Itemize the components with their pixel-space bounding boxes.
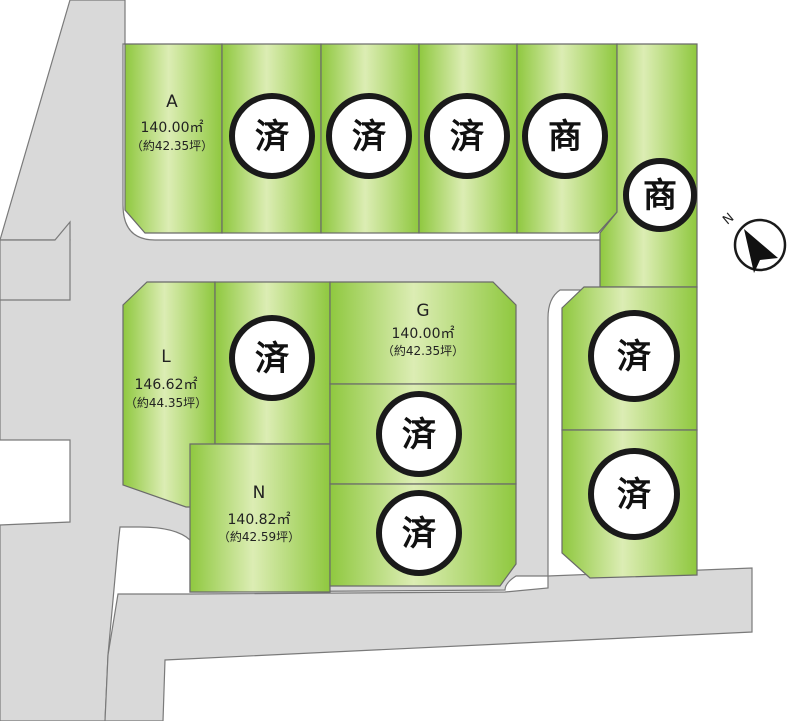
svg-text:140.00㎡: 140.00㎡: [392, 326, 455, 342]
svg-text:（約42.35坪）: （約42.35坪）: [382, 343, 464, 358]
status-badge: 済: [229, 93, 315, 179]
road-west-branch: [0, 220, 71, 301]
svg-text:L: L: [161, 347, 171, 367]
svg-text:済: 済: [617, 475, 652, 515]
lot-label-l: L 146.62㎡ （約44.35坪）: [125, 347, 207, 410]
svg-text:済: 済: [255, 117, 290, 157]
status-badge: 済: [376, 490, 462, 576]
svg-text:146.62㎡: 146.62㎡: [135, 377, 198, 393]
lot-n[interactable]: [189, 443, 331, 593]
svg-text:（約42.59坪）: （約42.59坪）: [218, 529, 300, 544]
north-arrow-icon: N: [720, 210, 787, 273]
svg-text:140.82㎡: 140.82㎡: [228, 512, 291, 528]
svg-text:（約44.35坪）: （約44.35坪）: [125, 395, 207, 410]
lot-label-n: N 140.82㎡ （約42.59坪）: [218, 483, 300, 544]
lot-label-a: A 140.00㎡ （約42.35坪）: [131, 92, 213, 153]
status-badge: 済: [588, 448, 680, 540]
svg-text:N: N: [253, 483, 266, 503]
status-badge: 商: [522, 93, 608, 179]
lot-a[interactable]: [124, 43, 223, 234]
svg-text:済: 済: [402, 514, 437, 554]
lot-g[interactable]: [329, 281, 517, 385]
svg-text:G: G: [416, 301, 429, 321]
svg-text:済: 済: [255, 339, 290, 379]
svg-text:商: 商: [643, 176, 677, 216]
svg-text:商: 商: [548, 117, 582, 157]
status-badge: 商: [623, 158, 697, 232]
lot-label-g: G 140.00㎡ （約42.35坪）: [382, 301, 464, 358]
road-east-bottom: [104, 567, 753, 721]
svg-text:A: A: [166, 92, 178, 112]
status-badge: 済: [424, 93, 510, 179]
status-badge: 済: [588, 310, 680, 402]
svg-text:（約42.35坪）: （約42.35坪）: [131, 138, 213, 153]
status-badge: 済: [229, 315, 315, 401]
svg-text:済: 済: [352, 117, 387, 157]
status-badge: 済: [326, 93, 412, 179]
svg-text:N: N: [720, 210, 737, 228]
svg-text:140.00㎡: 140.00㎡: [141, 120, 204, 136]
svg-text:済: 済: [450, 117, 485, 157]
status-badge: 済: [376, 391, 462, 477]
svg-text:済: 済: [402, 415, 437, 455]
svg-text:済: 済: [617, 337, 652, 377]
